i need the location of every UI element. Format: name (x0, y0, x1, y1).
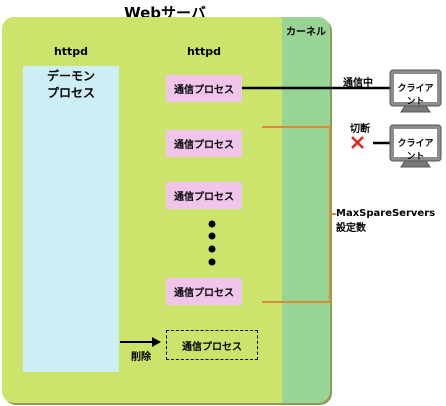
communication-process-4: 通信プロセス (166, 278, 242, 305)
kernel-label: カーネル (286, 27, 326, 38)
delete-label: 削除 (131, 352, 151, 363)
httpd-label-left: httpd (53, 45, 89, 58)
maxspareservers-bracket (262, 126, 331, 303)
maxspareservers-label-line1: MaxSpareServers (336, 208, 436, 219)
ellipsis-dots (208, 220, 216, 266)
maxspareservers-label: MaxSpareServers 設定数 (336, 208, 435, 234)
kernel-box (282, 17, 330, 403)
maxspareservers-label-line2: 設定数 (336, 223, 366, 234)
disconnect-label: 切断 (350, 124, 370, 135)
delete-arrow-icon (120, 337, 161, 347)
daemon-label-line1: デーモン (46, 69, 95, 83)
communication-process-3: 通信プロセス (166, 182, 242, 209)
communicating-label: 通信中 (343, 78, 373, 89)
client-label-2: クライアント (397, 139, 434, 162)
daemon-label-line2: プロセス (46, 86, 95, 100)
client-monitor-icon-1 (389, 69, 442, 113)
communication-process-1: 通信プロセス (166, 75, 242, 102)
client-monitor-icon-2 (389, 124, 442, 168)
daemon-process-label: デーモン プロセス (23, 68, 119, 102)
client-label-1: クライアント (397, 84, 434, 107)
disconnect-cross-icon (351, 136, 364, 149)
httpd-label-right: httpd (186, 45, 222, 58)
communication-process-2: 通信プロセス (166, 130, 242, 157)
removed-communication-process: 通信プロセス (166, 330, 258, 360)
daemon-process-box (23, 66, 119, 372)
